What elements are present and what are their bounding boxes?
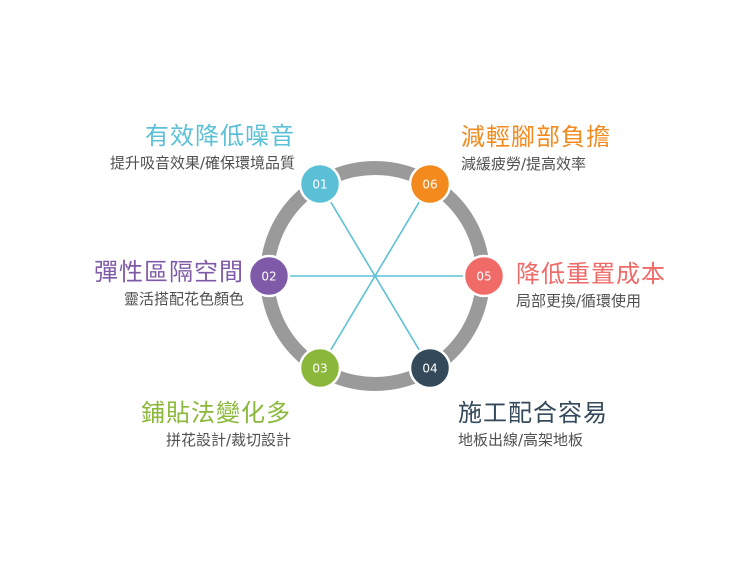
node-06-circle — [408, 162, 452, 206]
node-04-label: 04 — [422, 362, 437, 376]
node-05-label: 05 — [476, 270, 491, 284]
feature-02-title: 彈性區隔空間 — [94, 258, 244, 286]
node-01-label: 01 — [312, 178, 327, 192]
node-06-label: 06 — [422, 178, 437, 192]
feature-06-subtitle: 減緩疲勞/提高效率 — [461, 155, 587, 173]
feature-01-block: 有效降低噪音 提升吸音效果/確保環境品質 — [110, 121, 295, 174]
node-02-circle — [247, 254, 291, 298]
feature-02-subtitle: 靈活搭配花色顏色 — [123, 290, 244, 308]
feature-03-block: 鋪貼法變化多 拼花設計/裁切設計 — [141, 398, 291, 451]
feature-04-subtitle: 地板出線/高架地板 — [458, 431, 584, 449]
feature-05-title: 降低重置成本 — [516, 260, 666, 288]
feature-05-block: 降低重置成本 局部更換/循環使用 — [516, 259, 666, 312]
wheel-spokes — [269, 183, 484, 369]
feature-06-title: 減輕腳部負擔 — [461, 123, 611, 151]
feature-03-title: 鋪貼法變化多 — [141, 399, 291, 427]
node-03-circle — [298, 346, 342, 390]
feature-02-block: 彈性區隔空間 靈活搭配花色顏色 — [94, 257, 244, 310]
node-05-circle — [462, 254, 506, 298]
feature-05-subtitle: 局部更換/循環使用 — [516, 292, 642, 310]
feature-04-title: 施工配合容易 — [458, 399, 608, 427]
feature-06-block: 減輕腳部負擔 減緩疲勞/提高效率 — [461, 122, 611, 175]
spoke-line-3 — [319, 183, 431, 369]
feature-03-subtitle: 拼花設計/裁切設計 — [165, 431, 291, 449]
feature-04-block: 施工配合容易 地板出線/高架地板 — [458, 398, 608, 451]
node-02-label: 02 — [261, 270, 276, 284]
feature-01-subtitle: 提升吸音效果/確保環境品質 — [109, 154, 295, 172]
node-03-label: 03 — [312, 362, 327, 376]
node-01-circle — [298, 162, 342, 206]
wheel-nodes: 01 02 03 04 05 06 — [247, 162, 506, 390]
node-04-circle — [408, 346, 452, 390]
feature-01-title: 有效降低噪音 — [145, 122, 295, 150]
